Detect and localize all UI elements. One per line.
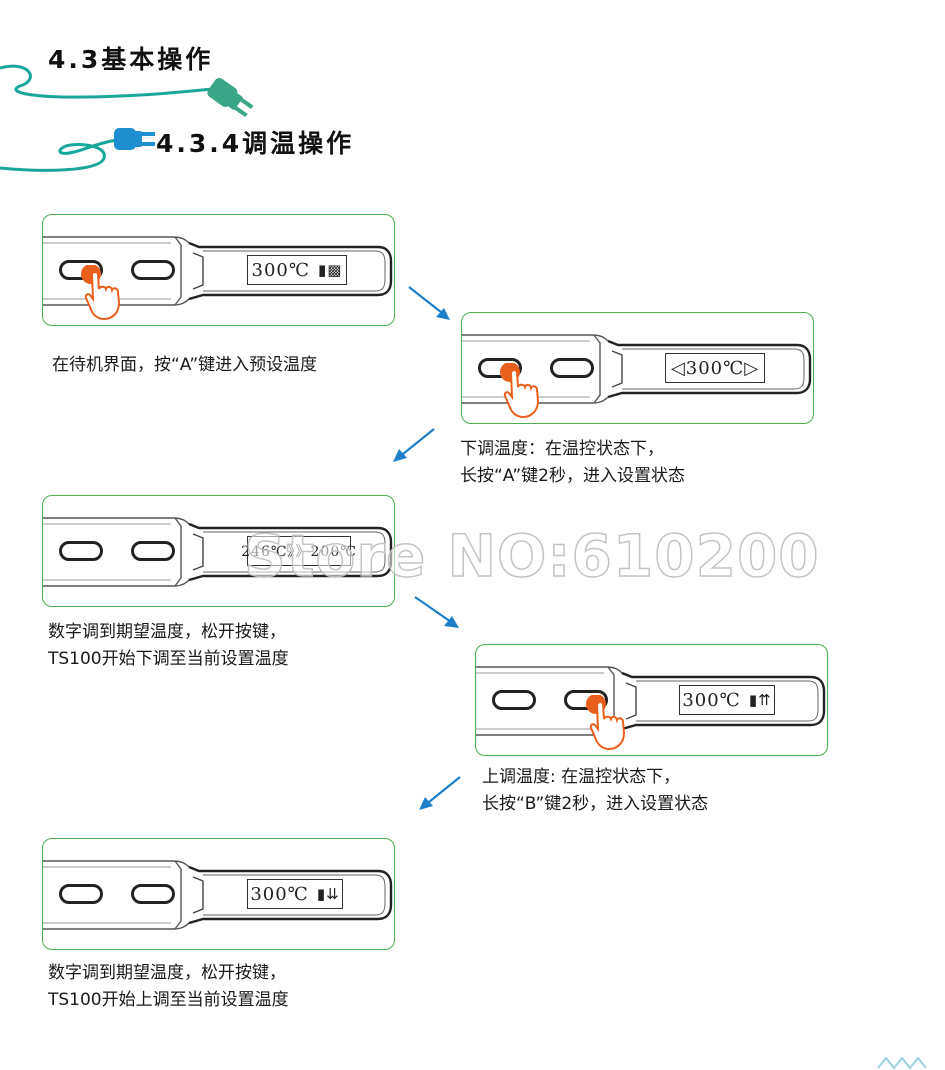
device-panel-step-4: 300℃ ▮⇈ xyxy=(475,644,828,756)
store-watermark: Store NO:610200 xyxy=(243,521,820,591)
button-a[interactable] xyxy=(59,541,103,561)
step-1-caption: 在待机界面，按“A”键进入预设温度 xyxy=(52,352,317,379)
caption-line: TS100开始下调至当前设置温度 xyxy=(48,649,289,669)
caption-line: 长按“A”键2秒，进入设置状态 xyxy=(460,466,685,486)
oled-screen: 300℃ ▮⇊ xyxy=(247,879,343,909)
button-b[interactable] xyxy=(550,358,594,378)
screen-temperature: 246℃》》200℃ xyxy=(241,544,357,560)
step-4-caption: 上调温度: 在温控状态下， 长按“B”键2秒，进入设置状态 xyxy=(482,764,708,818)
button-a[interactable] xyxy=(492,690,536,710)
heat-status-icon: ▮▩ xyxy=(318,261,343,279)
oled-screen: ◁300℃▷ xyxy=(665,353,765,383)
subsection-heading: 4.3.4调温操作 xyxy=(156,129,355,158)
caption-line: 上调温度: 在温控状态下， xyxy=(482,767,681,787)
screen-temperature: 300℃ xyxy=(682,689,741,711)
screen-temperature: 300℃ xyxy=(251,259,311,281)
corner-logo-icon xyxy=(877,1056,927,1070)
heat-status-icon: ▮⇈ xyxy=(748,691,772,709)
arrow-icon xyxy=(393,428,435,462)
caption-line: 在待机界面，按“A”键进入预设温度 xyxy=(52,355,318,375)
caption-line: 数字调到期望温度，松开按键， xyxy=(48,963,286,983)
oled-screen: 300℃ ▮⇈ xyxy=(679,685,775,715)
device-panel-step-5: 300℃ ▮⇊ xyxy=(42,838,395,950)
button-b[interactable] xyxy=(131,541,175,561)
heat-status-icon: ▮⇊ xyxy=(316,885,340,903)
cable-plug-icon xyxy=(0,64,254,172)
oled-screen: 300℃ ▮▩ xyxy=(247,255,347,285)
arrow-icon xyxy=(414,596,459,628)
hand-press-icon xyxy=(500,362,546,423)
oled-screen: 246℃》》200℃ xyxy=(241,536,356,566)
device-panel-step-1: 300℃ ▮▩ xyxy=(42,214,395,326)
caption-line: 下调温度：在温控状态下， xyxy=(460,439,664,459)
hand-press-icon xyxy=(81,264,127,325)
button-a[interactable] xyxy=(59,884,103,904)
arrow-icon xyxy=(408,286,450,320)
hand-press-icon xyxy=(586,694,632,755)
caption-line: 长按“B”键2秒，进入设置状态 xyxy=(482,794,709,814)
step-2-caption: 下调温度：在温控状态下， 长按“A”键2秒，进入设置状态 xyxy=(460,436,685,490)
button-b[interactable] xyxy=(131,884,175,904)
arrow-icon xyxy=(419,776,461,810)
button-b[interactable] xyxy=(131,260,175,280)
device-panel-step-2: ◁300℃▷ xyxy=(461,312,814,424)
screen-temperature: ◁300℃▷ xyxy=(670,357,760,379)
screen-temperature: 300℃ xyxy=(250,883,309,905)
caption-line: TS100开始上调至当前设置温度 xyxy=(48,990,289,1010)
caption-line: 数字调到期望温度，松开按键， xyxy=(48,622,286,642)
section-heading: 4.3基本操作 xyxy=(48,45,214,74)
step-3-caption: 数字调到期望温度，松开按键， TS100开始下调至当前设置温度 xyxy=(48,619,289,673)
device-panel-step-3: 246℃》》200℃ xyxy=(42,495,395,607)
step-5-caption: 数字调到期望温度，松开按键， TS100开始上调至当前设置温度 xyxy=(48,960,289,1014)
